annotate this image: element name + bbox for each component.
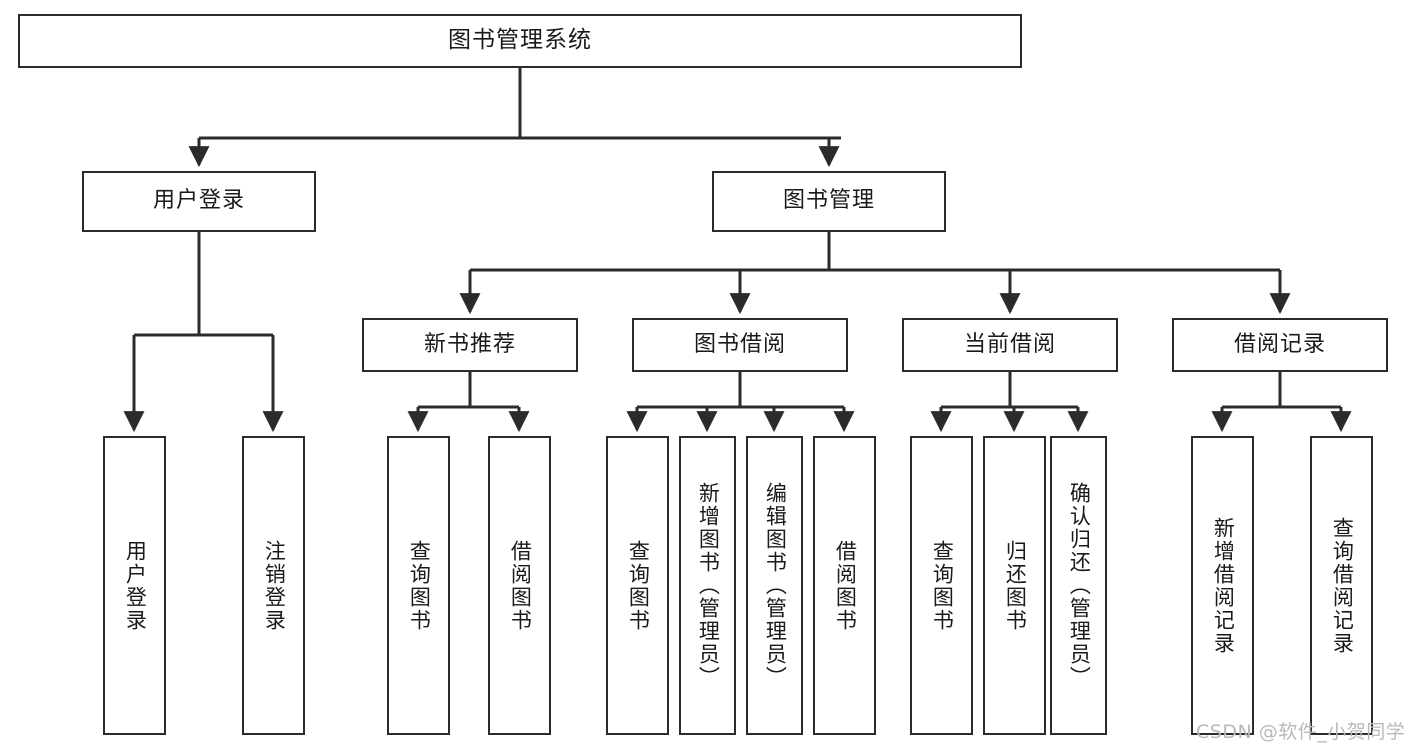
node-book-management[interactable]: 图书管理 [712, 171, 946, 232]
node-borrow-record-label: 借阅记录 [1233, 331, 1326, 357]
edge-root-to-level2 [188, 68, 841, 168]
leaf-confirm-return-admin[interactable]: 确认归还（管理员） [1050, 436, 1107, 735]
leaf-query-book-2[interactable]: 查询图书 [606, 436, 669, 735]
edge-userlogin-to-leaves [123, 232, 284, 433]
leaf-label: 用户登录 [123, 539, 148, 632]
node-user-login-label: 用户登录 [152, 188, 245, 214]
node-user-login[interactable]: 用户登录 [82, 171, 316, 232]
leaf-label: 新增借阅记录 [1211, 516, 1236, 655]
node-book-borrow-label: 图书借阅 [693, 331, 786, 357]
node-borrow-record[interactable]: 借阅记录 [1172, 318, 1388, 372]
leaf-label: 注销登录 [262, 539, 287, 632]
node-book-borrow[interactable]: 图书借阅 [632, 318, 848, 372]
leaf-label: 新增图书（管理员） [696, 482, 721, 689]
leaf-label: 查询图书 [930, 539, 955, 632]
leaf-query-borrow-record[interactable]: 查询借阅记录 [1310, 436, 1373, 735]
leaf-edit-book-admin[interactable]: 编辑图书（管理员） [746, 436, 803, 735]
edge-current-to-leaves [930, 372, 1089, 433]
leaf-label: 查询借阅记录 [1330, 516, 1355, 655]
edge-record-to-leaves [1211, 372, 1352, 433]
node-root[interactable]: 图书管理系统 [18, 14, 1022, 68]
leaf-logout[interactable]: 注销登录 [242, 436, 305, 735]
watermark-text: CSDN @软件_小贺同学 [1196, 721, 1405, 743]
node-current-borrow-label: 当前借阅 [963, 331, 1056, 357]
leaf-query-book-1[interactable]: 查询图书 [387, 436, 450, 735]
edge-newbook-to-leaves [407, 372, 530, 433]
node-current-borrow[interactable]: 当前借阅 [902, 318, 1118, 372]
node-new-book-recommend-label: 新书推荐 [423, 331, 516, 357]
leaf-label: 借阅图书 [833, 539, 858, 632]
leaf-label: 编辑图书（管理员） [763, 482, 788, 689]
node-root-label: 图书管理系统 [448, 27, 592, 54]
leaf-borrow-book-1[interactable]: 借阅图书 [488, 436, 551, 735]
leaf-query-book-3[interactable]: 查询图书 [910, 436, 973, 735]
node-book-management-label: 图书管理 [782, 188, 875, 214]
leaf-label: 借阅图书 [508, 539, 533, 632]
leaf-borrow-book-2[interactable]: 借阅图书 [813, 436, 876, 735]
edge-bookmgmt-to-level3 [459, 232, 1291, 315]
edge-borrow-to-leaves [626, 372, 855, 433]
node-new-book-recommend[interactable]: 新书推荐 [362, 318, 578, 372]
leaf-label: 查询图书 [407, 539, 432, 632]
leaf-add-borrow-record[interactable]: 新增借阅记录 [1191, 436, 1254, 735]
leaf-add-book-admin[interactable]: 新增图书（管理员） [679, 436, 736, 735]
leaf-user-login[interactable]: 用户登录 [103, 436, 166, 735]
leaf-label: 查询图书 [626, 539, 651, 632]
leaf-label: 归还图书 [1003, 539, 1028, 632]
leaf-label: 确认归还（管理员） [1067, 482, 1092, 689]
leaf-return-book[interactable]: 归还图书 [983, 436, 1046, 735]
